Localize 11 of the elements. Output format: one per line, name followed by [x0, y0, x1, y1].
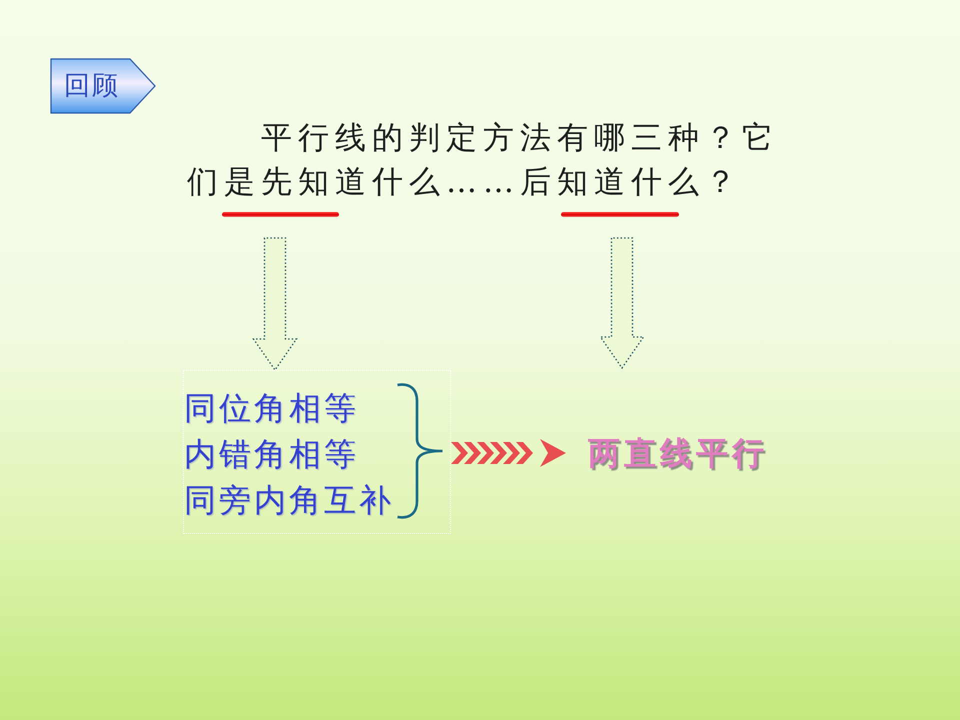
- tag-text: 回顾: [64, 70, 120, 102]
- block-arrow: [599, 237, 645, 370]
- chevron-arrow: [451, 439, 566, 467]
- block-arrow: [252, 237, 298, 372]
- section-tag: [50, 58, 156, 114]
- question-text: 平行线的判定方法有哪三种？它们是先知道什么……后知道什么？: [187, 119, 780, 202]
- condition-text: 同位角相等: [184, 388, 359, 429]
- dotted-frame: [183, 370, 451, 534]
- condition-text: 内错角相等: [184, 434, 359, 475]
- condition-text: 同旁内角互补: [184, 480, 394, 521]
- conclusion-text: 两直线平行: [588, 434, 768, 472]
